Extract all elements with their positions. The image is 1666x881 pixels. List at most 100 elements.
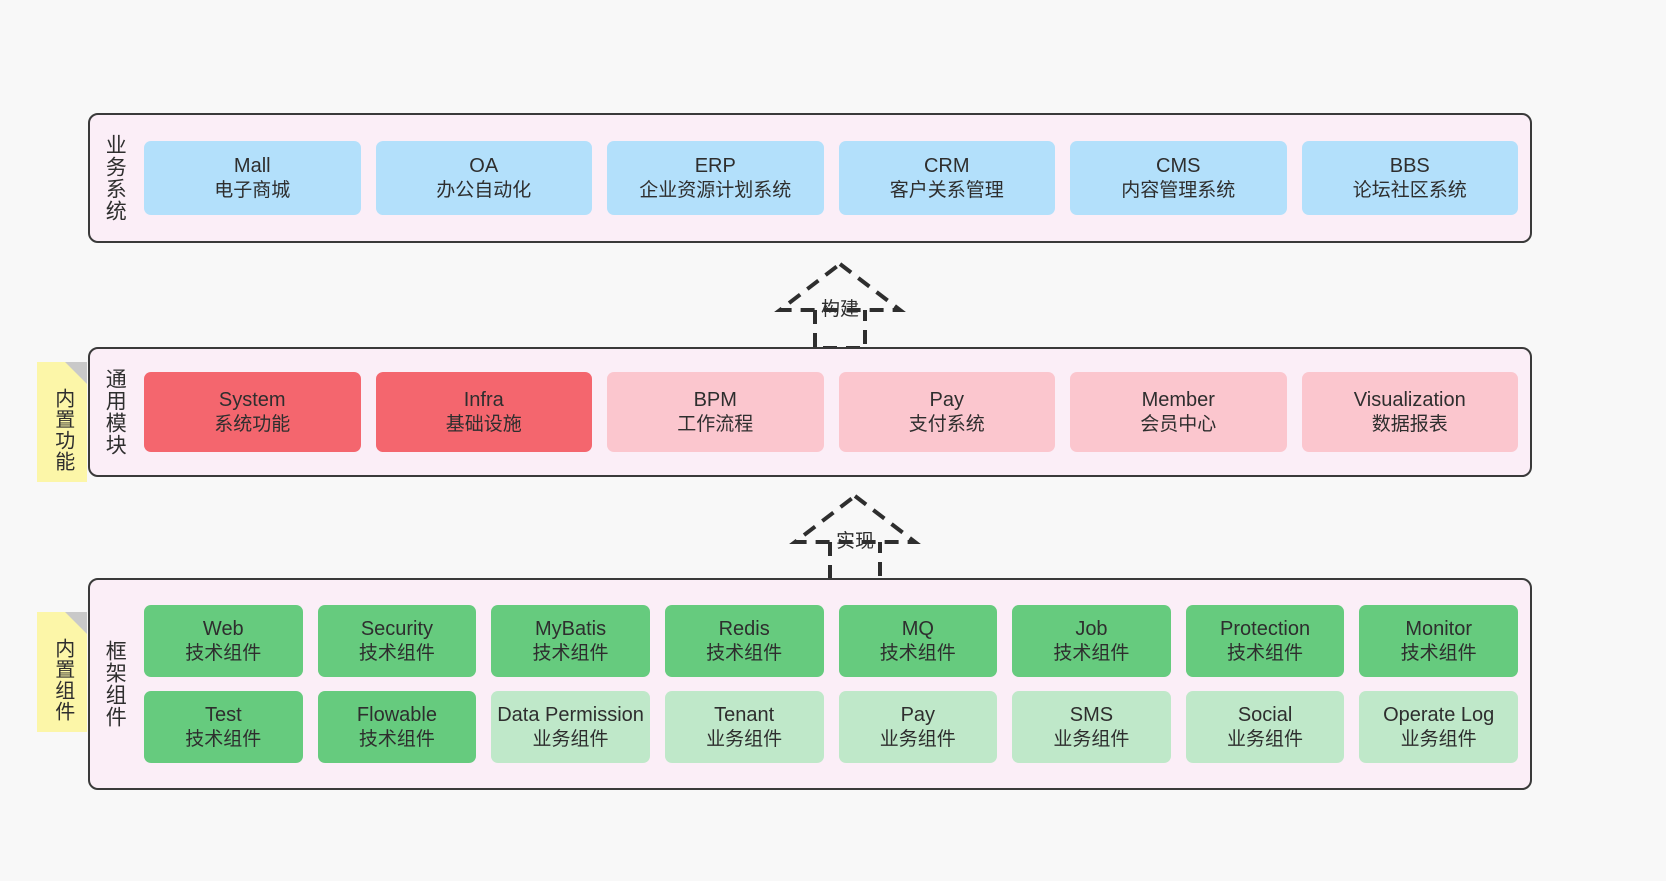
node-social[interactable]: Social 业务组件 [1185,691,1345,763]
arrow-implement-shape [789,493,921,582]
node-pay-component[interactable]: Pay 业务组件 [838,691,998,763]
node-redis[interactable]: Redis 技术组件 [664,605,824,677]
node-mq[interactable]: MQ 技术组件 [838,605,998,677]
node-operate-log[interactable]: Operate Log 业务组件 [1359,691,1518,763]
sticky-note-builtin-component[interactable]: 内置组件 [37,612,87,732]
node-subtitle: 办公自动化 [436,179,532,201]
node-title: Test [204,704,242,727]
node-title: CMS [1156,155,1201,178]
node-title: Social [1237,704,1293,727]
node-flowable[interactable]: Flowable 技术组件 [317,691,477,763]
node-subtitle: 技术组件 [358,642,435,664]
node-subtitle: 企业资源计划系统 [639,179,792,201]
node-title: Job [1075,618,1108,641]
node-title: Web [202,618,244,641]
node-title: Operate Log [1383,704,1495,727]
framework-row-business: Test 技术组件 Flowable 技术组件 Data Permission … [144,691,1518,763]
arrow-build-shape [774,261,906,350]
node-title: Pay [929,389,964,412]
node-pay-module[interactable]: Pay 支付系统 [838,372,1055,452]
node-title: SMS [1069,704,1114,727]
node-subtitle: 技术组件 [1053,642,1130,664]
node-test[interactable]: Test 技术组件 [144,691,303,763]
node-subtitle: 技术组件 [1400,642,1477,664]
node-title: Tenant [714,704,775,727]
node-infra[interactable]: Infra 基础设施 [375,372,592,452]
node-title: Data Permission [497,704,644,727]
node-subtitle: 数据报表 [1371,413,1448,435]
layer-body-common-module: System 系统功能 Infra 基础设施 BPM 工作流程 Pay 支付系统… [138,349,1530,475]
node-title: MQ [901,618,934,641]
node-tenant[interactable]: Tenant 业务组件 [664,691,824,763]
node-title: MyBatis [535,618,607,641]
node-title: Protection [1220,618,1311,641]
layer-common-module[interactable]: 通用模块 System 系统功能 Infra 基础设施 BPM 工作流程 Pay… [88,347,1532,477]
node-crm[interactable]: CRM 客户关系管理 [838,141,1055,215]
node-subtitle: 技术组件 [185,728,262,750]
sticky-note-label: 内置组件 [51,638,74,722]
node-bpm[interactable]: BPM 工作流程 [607,372,824,452]
node-title: System [218,389,286,412]
node-subtitle: 系统功能 [214,413,291,435]
node-title: ERP [694,155,736,178]
arrow-implement: 实现 [775,490,935,582]
node-sms[interactable]: SMS 业务组件 [1012,691,1171,763]
node-cms[interactable]: CMS 内容管理系统 [1070,141,1287,215]
node-subtitle: 工作流程 [677,413,754,435]
node-subtitle: 基础设施 [445,413,522,435]
node-subtitle: 业务组件 [706,728,783,750]
node-subtitle: 客户关系管理 [889,179,1004,201]
framework-row-technical: Web 技术组件 Security 技术组件 MyBatis 技术组件 Redi… [144,605,1518,677]
node-security[interactable]: Security 技术组件 [317,605,477,677]
node-title: Monitor [1405,618,1473,641]
node-subtitle: 论坛社区系统 [1352,179,1467,201]
arrow-build-label: 构建 [820,299,860,320]
node-title: BPM [693,389,737,412]
node-visualization[interactable]: Visualization 数据报表 [1301,372,1518,452]
node-title: Member [1141,389,1215,412]
node-system[interactable]: System 系统功能 [144,372,361,452]
node-subtitle: 内容管理系统 [1121,179,1236,201]
node-oa[interactable]: OA 办公自动化 [375,141,592,215]
layer-body-business-system: Mall 电子商城 OA 办公自动化 ERP 企业资源计划系统 CRM 客户关系… [138,115,1530,241]
layer-title-business-system: 业务系统 [103,134,127,222]
node-title: Flowable [356,704,437,727]
node-subtitle: 技术组件 [185,642,262,664]
node-title: Infra [463,389,504,412]
node-title: Security [360,618,434,641]
node-subtitle: 业务组件 [532,728,609,750]
layer-business-system[interactable]: 业务系统 Mall 电子商城 OA 办公自动化 ERP 企业资源计划系统 CRM… [88,113,1532,243]
node-title: Visualization [1353,389,1466,412]
node-protection[interactable]: Protection 技术组件 [1185,605,1345,677]
arrow-build: 构建 [760,258,920,350]
node-mybatis[interactable]: MyBatis 技术组件 [491,605,650,677]
node-member[interactable]: Member 会员中心 [1070,372,1287,452]
node-title: BBS [1389,155,1430,178]
node-subtitle: 技术组件 [358,728,435,750]
node-erp[interactable]: ERP 企业资源计划系统 [607,141,824,215]
node-subtitle: 会员中心 [1140,413,1217,435]
node-title: Pay [900,704,936,727]
node-monitor[interactable]: Monitor 技术组件 [1359,605,1518,677]
node-title: Redis [718,618,770,641]
sticky-note-builtin-function[interactable]: 内置功能 [37,362,87,482]
node-web[interactable]: Web 技术组件 [144,605,303,677]
node-subtitle: 技术组件 [706,642,783,664]
node-title: OA [469,155,499,178]
arrow-implement-label: 实现 [835,531,875,552]
layer-framework-component[interactable]: 框架组件 Web 技术组件 Security 技术组件 MyBatis 技术组件… [88,578,1532,790]
layer-title-framework-component: 框架组件 [103,640,127,728]
node-subtitle: 业务组件 [879,728,956,750]
node-subtitle: 技术组件 [1227,642,1304,664]
node-subtitle: 技术组件 [532,642,609,664]
node-subtitle: 业务组件 [1227,728,1304,750]
layer-body-framework-component: Web 技术组件 Security 技术组件 MyBatis 技术组件 Redi… [138,580,1530,788]
node-subtitle: 电子商城 [214,179,291,201]
node-mall[interactable]: Mall 电子商城 [144,141,361,215]
node-subtitle: 技术组件 [879,642,956,664]
node-data-permission[interactable]: Data Permission 业务组件 [491,691,650,763]
node-job[interactable]: Job 技术组件 [1012,605,1171,677]
node-bbs[interactable]: BBS 论坛社区系统 [1301,141,1518,215]
node-subtitle: 支付系统 [908,413,985,435]
